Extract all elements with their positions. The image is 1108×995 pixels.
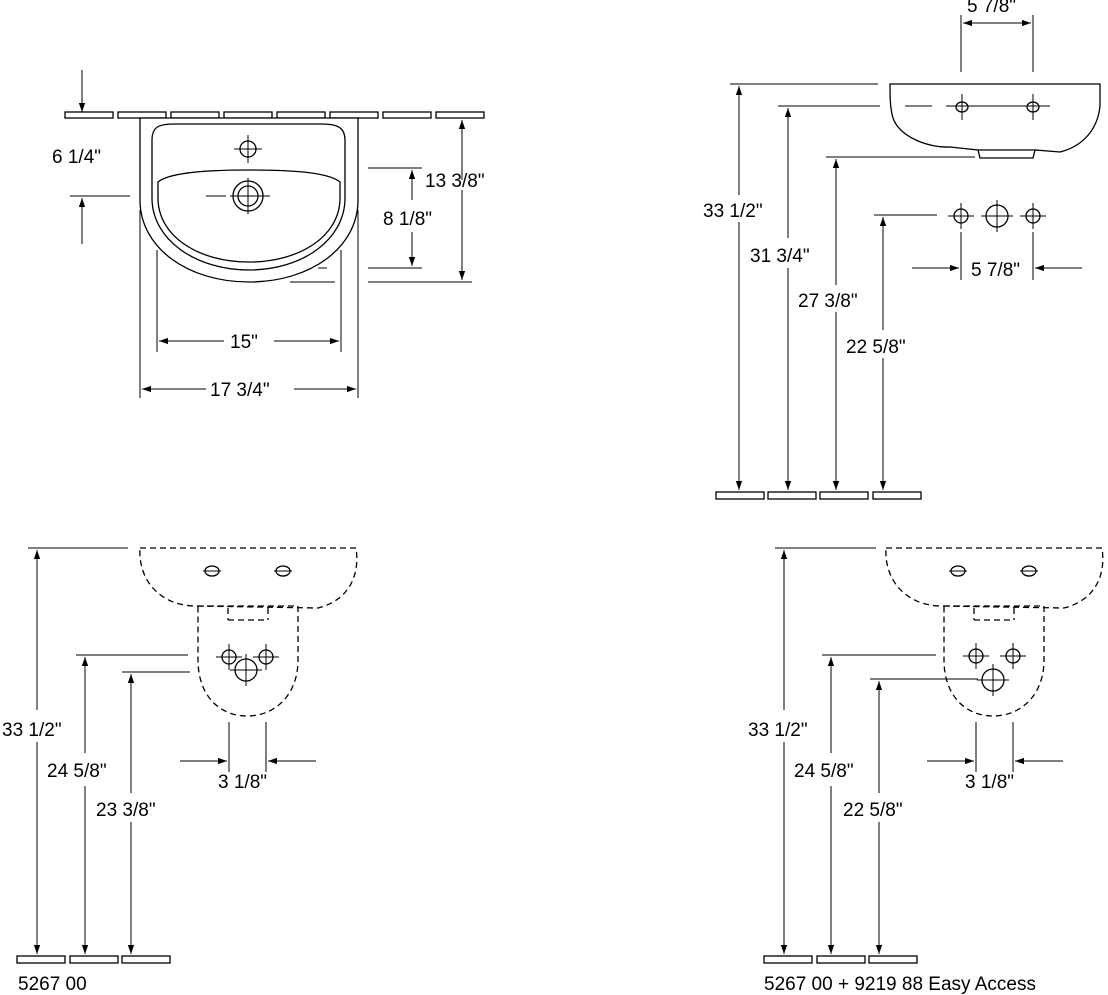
supply-hole-right bbox=[1020, 203, 1046, 229]
dim-bowl-depth: 8 1/8" bbox=[383, 209, 432, 230]
floor-tiles-b bbox=[763, 955, 918, 964]
dim-drain-height-b: 22 5/8" bbox=[843, 800, 903, 821]
floor-tiles-a bbox=[16, 955, 171, 964]
faucet-hole-right bbox=[1026, 94, 1040, 120]
side-view-b: 33 1/2" 24 5/8" 22 5/8" 3 1/8" 5267 00 +… bbox=[748, 547, 1104, 995]
dim-hole-spacing-top: 5 7/8" bbox=[967, 0, 1016, 17]
dim-outer-width: 17 3/4" bbox=[210, 380, 270, 401]
basin-front-outline bbox=[889, 83, 1101, 159]
pedestal-dashed-outline bbox=[943, 605, 1045, 717]
dim-hole-spacing-bottom: 5 7/8" bbox=[971, 260, 1020, 281]
faucet-hole-right bbox=[1020, 565, 1038, 577]
faucet-hole-right bbox=[274, 565, 292, 577]
supply-hole-left bbox=[948, 203, 974, 229]
dim-offset-b: 3 1/8" bbox=[965, 772, 1014, 793]
faucet-hole-left bbox=[955, 94, 969, 120]
front-view: 5 7/8" 5 7/8" 33 1/2" bbox=[703, 0, 1101, 500]
dim-supply-height-b: 24 5/8" bbox=[794, 761, 854, 782]
dim-underside-height: 31 3/4" bbox=[750, 246, 810, 267]
dim-supply-height-a: 24 5/8" bbox=[47, 761, 107, 782]
dim-rim-height-a: 33 1/2" bbox=[2, 720, 62, 741]
caption-model-a: 5267 00 bbox=[18, 974, 87, 995]
drain-hole-center bbox=[981, 200, 1013, 232]
supply-holes bbox=[963, 643, 1026, 696]
side-view-a: 33 1/2" 24 5/8" 23 3/8" 3 1/8" 5267 00 bbox=[2, 547, 358, 995]
basin-dashed-outline bbox=[885, 547, 1104, 609]
basin-outer-outline bbox=[139, 117, 359, 283]
dim-inner-width: 15" bbox=[230, 332, 258, 353]
basin-bowl bbox=[157, 169, 341, 263]
caption-model-b: 5267 00 + 9219 88 Easy Access bbox=[764, 974, 1036, 995]
floor-tiles-front bbox=[715, 491, 922, 500]
wall-tiles-top bbox=[64, 111, 485, 119]
basin-rim-inner bbox=[151, 123, 346, 271]
dim-offset-a: 3 1/8" bbox=[218, 772, 267, 793]
top-view: 6 1/4" 13 3/8" 8 1/8" 15" 17 3/4" bbox=[52, 70, 485, 401]
dim-outer-depth: 13 3/8" bbox=[425, 171, 485, 192]
dim-drain-height-a: 23 3/8" bbox=[96, 800, 156, 821]
faucet-hole bbox=[234, 135, 262, 163]
dim-trap-height: 27 3/8" bbox=[798, 291, 858, 312]
drain-hole bbox=[206, 178, 270, 214]
faucet-hole-left bbox=[203, 565, 221, 577]
supply-holes bbox=[216, 644, 279, 686]
dim-rim-height: 33 1/2" bbox=[703, 201, 763, 222]
dim-rim-height-b: 33 1/2" bbox=[748, 720, 808, 741]
faucet-hole-left bbox=[949, 565, 967, 577]
basin-dashed-outline bbox=[139, 547, 358, 609]
dim-supply-height: 22 5/8" bbox=[846, 337, 906, 358]
dim-overflow-depth: 6 1/4" bbox=[52, 147, 101, 168]
pedestal-dashed-outline bbox=[197, 605, 299, 717]
